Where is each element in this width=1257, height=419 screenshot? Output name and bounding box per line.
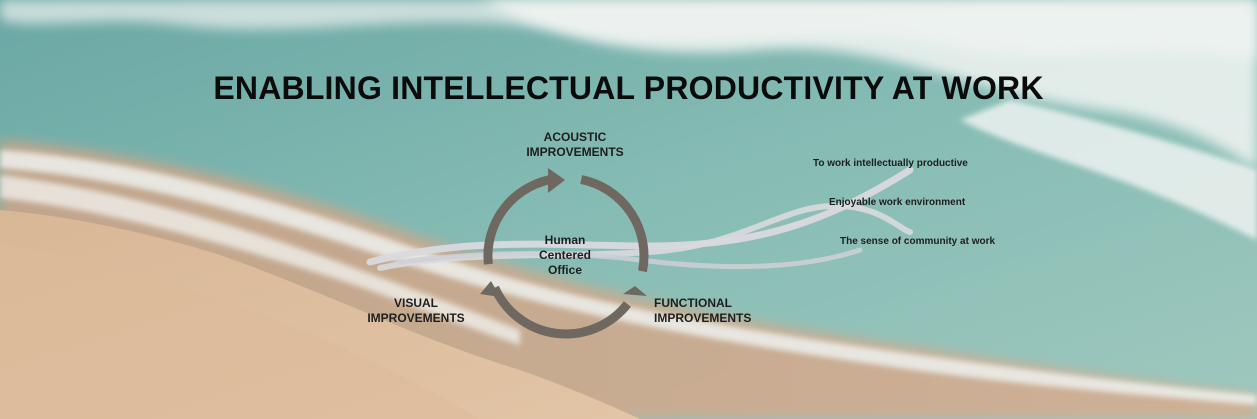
functional-line-2: IMPROVEMENTS — [654, 311, 752, 325]
arrowhead-acoustic — [548, 168, 565, 193]
cycle-arc-visual-to-acoustic — [483, 174, 557, 265]
diagram-title: ENABLING INTELLECTUAL PRODUCTIVITY AT WO… — [213, 70, 1044, 106]
goal-enjoyable-environment: Enjoyable work environment — [829, 197, 966, 208]
acoustic-improvements-label: ACOUSTIC IMPROVEMENTS — [520, 130, 630, 160]
acoustic-line-1: ACOUSTIC — [543, 130, 607, 144]
center-line-2: Centered — [538, 248, 591, 262]
visual-improvements-label: VISUAL IMPROVEMENTS — [358, 296, 474, 326]
center-line-3: Office — [547, 263, 582, 277]
arrowhead-visual — [480, 281, 500, 297]
acoustic-line-2: IMPROVEMENTS — [526, 145, 624, 159]
goal-sense-of-community: The sense of community at work — [840, 236, 996, 247]
human-centered-office-label: Human Centered Office — [522, 233, 608, 278]
visual-line-1: VISUAL — [393, 296, 438, 310]
functional-improvements-label: FUNCTIONAL IMPROVEMENTS — [654, 296, 770, 326]
goal-intellectually-productive: To work intellectually productive — [813, 158, 968, 169]
cycle-arc-functional-to-visual — [490, 285, 631, 339]
functional-line-1: FUNCTIONAL — [654, 296, 732, 310]
cycle-arc-acoustic-to-functional — [580, 175, 649, 273]
center-line-1: Human — [544, 233, 586, 247]
ribbon-1 — [366, 166, 914, 266]
visual-line-2: IMPROVEMENTS — [367, 311, 465, 325]
arrowhead-functional — [623, 286, 647, 296]
